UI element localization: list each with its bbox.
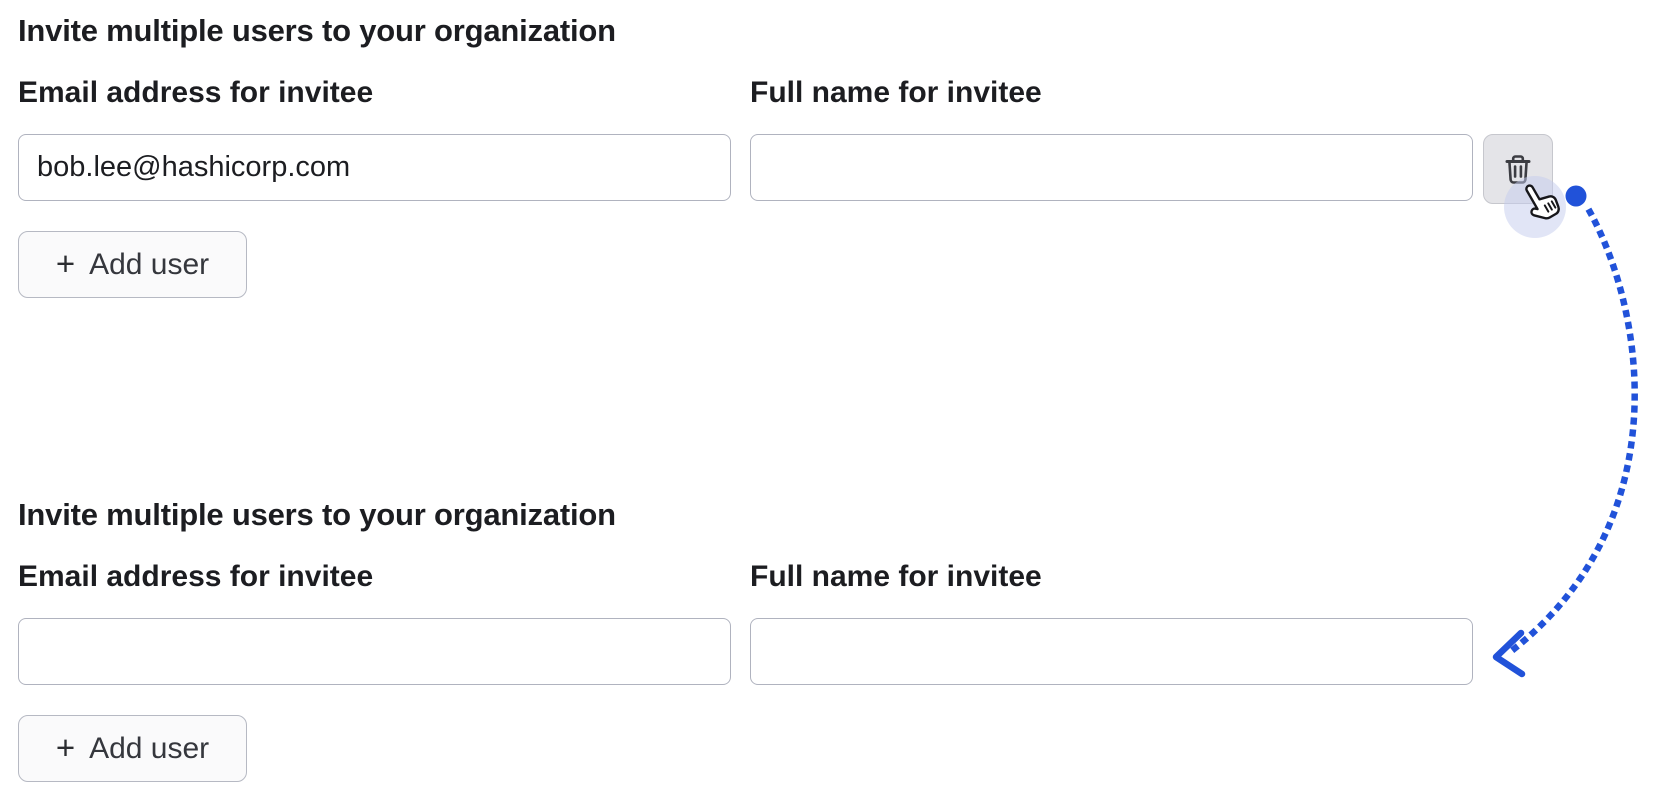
full-name-label: Full name for invitee: [750, 560, 1042, 593]
email-input[interactable]: [18, 134, 731, 201]
invite-form-before: Invite multiple users to your organizati…: [0, 0, 1672, 320]
plus-icon: +: [55, 245, 76, 282]
email-label: Email address for invitee: [18, 560, 374, 593]
add-user-button[interactable]: + Add user: [18, 231, 247, 298]
section-heading: Invite multiple users to your organizati…: [18, 497, 616, 532]
email-input[interactable]: [18, 618, 731, 685]
delete-row-button[interactable]: [1483, 134, 1553, 204]
invite-form-after: Invite multiple users to your organizati…: [0, 484, 1672, 800]
add-user-label: Add user: [89, 247, 210, 281]
section-heading: Invite multiple users to your organizati…: [18, 13, 616, 48]
trash-icon: [1505, 154, 1531, 184]
add-user-label: Add user: [89, 731, 210, 765]
full-name-label: Full name for invitee: [750, 76, 1042, 109]
full-name-input[interactable]: [750, 618, 1473, 685]
plus-icon: +: [55, 729, 76, 766]
full-name-input[interactable]: [750, 134, 1473, 201]
add-user-button[interactable]: + Add user: [18, 715, 247, 782]
email-label: Email address for invitee: [18, 76, 374, 109]
